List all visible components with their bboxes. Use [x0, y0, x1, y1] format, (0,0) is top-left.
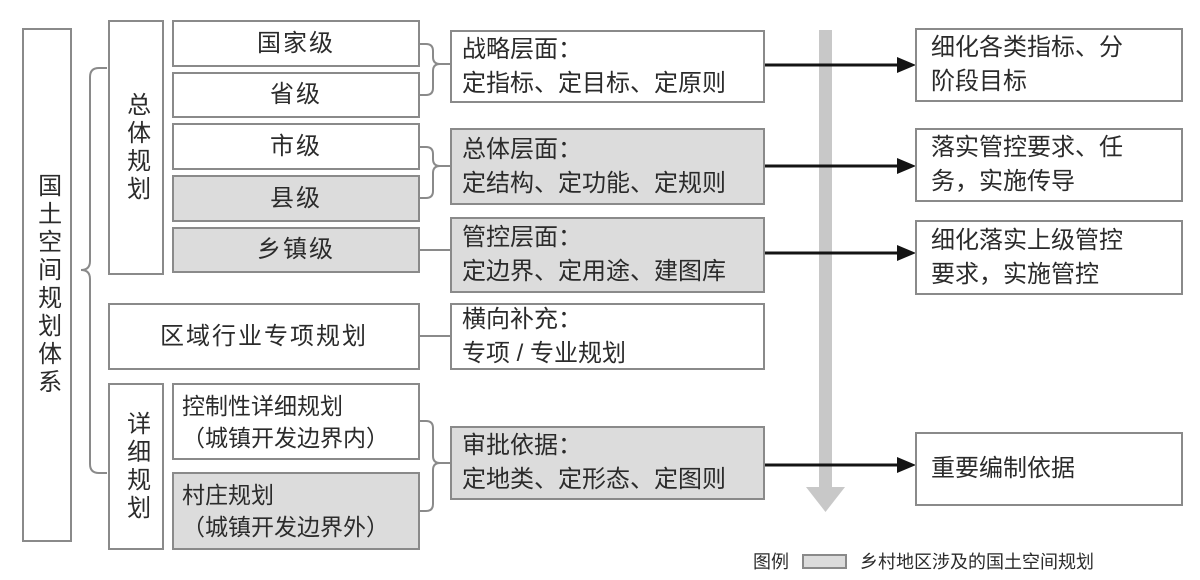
group-overall-label: 总体规划	[122, 91, 150, 204]
village-plan-line2: （城镇开发边界外）	[182, 514, 389, 540]
bracket-connector-national	[420, 43, 450, 65]
arrow-strategic-to-outcome	[765, 57, 916, 73]
root-box-label: 国土空间规划体系	[33, 173, 61, 397]
horizontal-line2: 专项 / 专业规划	[462, 339, 627, 367]
root-box-planning-system: 国土空间规划体系	[22, 28, 72, 542]
flow-down-arrow-head-icon	[806, 487, 845, 512]
level-municipal-label: 市级	[270, 132, 322, 160]
level-provincial-label: 省级	[270, 81, 322, 109]
level-box-township: 乡镇级	[172, 227, 420, 273]
level-box-municipal: 市级	[172, 123, 420, 170]
level-county-label: 县级	[270, 184, 322, 212]
outcome1-line1: 细化各类指标、分	[931, 34, 1123, 61]
main-brace-connector	[80, 67, 107, 474]
function-box-control: 管控层面： 定边界、定用途、建图库	[450, 217, 765, 293]
strategic-line2: 定指标、定目标、定原则	[462, 69, 726, 97]
bracket-connector-regulatory	[420, 420, 450, 464]
legend: 图例 乡村地区涉及的国土空间规划	[753, 548, 1094, 574]
regional-special-plan-box: 区域行业专项规划	[108, 303, 420, 370]
level-township-label: 乡镇级	[257, 236, 335, 264]
arrow-control-to-outcome	[765, 245, 916, 261]
function-box-horizontal-supplement: 横向补充： 专项 / 专业规划	[450, 303, 765, 370]
outcome-box-refine-superior-control: 细化落实上级管控 要求，实施管控	[915, 220, 1183, 295]
horizontal-line1: 横向补充：	[462, 305, 582, 333]
regulatory-plan-line1: 控制性详细规划	[182, 392, 343, 419]
group-box-detailed-planning: 详细规划	[108, 383, 164, 550]
outcome3-line1: 细化落实上级管控	[931, 226, 1123, 254]
control-line2: 定边界、定用途、建图库	[462, 258, 726, 285]
outcome-box-refine-indicators: 细化各类指标、分 阶段目标	[915, 28, 1183, 102]
bracket-connector-provincial	[420, 63, 450, 96]
overall-line1: 总体层面：	[462, 135, 582, 163]
regional-special-plan-label: 区域行业专项规划	[160, 322, 368, 350]
function-box-approval-basis: 审批依据： 定地类、定形态、定图则	[450, 426, 765, 500]
outcome3-line2: 要求，实施管控	[931, 260, 1099, 288]
strategic-line1: 战略层面：	[462, 35, 582, 63]
approval-line1: 审批依据：	[462, 432, 582, 459]
approval-line2: 定地类、定形态、定图则	[462, 466, 726, 493]
village-plan-line1: 村庄规划	[182, 482, 274, 508]
outcome-box-implement-control: 落实管控要求、任 务，实施传导	[915, 128, 1183, 202]
function-box-overall: 总体层面： 定结构、定功能、定规则	[450, 128, 765, 205]
bracket-connector-municipal	[420, 146, 450, 167]
detailed-plan-box-village: 村庄规划 （城镇开发边界外）	[172, 472, 420, 550]
arrow-approval-to-outcome	[765, 457, 916, 473]
legend-swatch-meaning: 乡村地区涉及的国土空间规划	[860, 552, 1094, 572]
legend-highlight-swatch	[802, 553, 847, 569]
outcome2-line1: 落实管控要求、任	[931, 134, 1123, 161]
regulatory-plan-line2: （城镇开发边界内）	[182, 424, 389, 451]
group-box-overall-planning: 总体规划	[108, 20, 164, 275]
outcome2-line2: 务，实施传导	[931, 168, 1075, 195]
flow-down-arrow-bar	[819, 30, 832, 487]
level-national-label: 国家级	[257, 29, 335, 57]
outcome1-line2: 阶段目标	[931, 68, 1027, 95]
level-box-national: 国家级	[172, 20, 420, 67]
outcome-box-compilation-basis: 重要编制依据	[915, 432, 1183, 506]
level-box-provincial: 省级	[172, 72, 420, 118]
group-detailed-label: 详细规划	[122, 410, 150, 523]
detailed-plan-box-regulatory: 控制性详细规划 （城镇开发边界内）	[172, 383, 420, 460]
overall-line2: 定结构、定功能、定规则	[462, 169, 726, 197]
control-line1: 管控层面：	[462, 224, 582, 251]
level-box-county: 县级	[172, 175, 420, 222]
outcome4-line1: 重要编制依据	[931, 455, 1075, 482]
function-box-strategic: 战略层面： 定指标、定目标、定原则	[450, 30, 765, 103]
legend-label: 图例	[753, 552, 789, 572]
bracket-connector-county	[420, 165, 450, 199]
arrow-overall-to-outcome	[765, 158, 916, 174]
bracket-connector-village	[420, 462, 450, 512]
